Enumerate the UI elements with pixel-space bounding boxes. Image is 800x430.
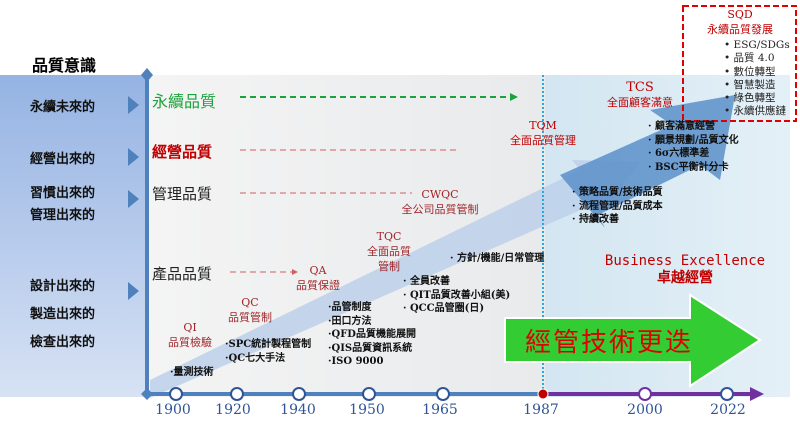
year-label: 1987 [523, 402, 559, 418]
triangle-icon [128, 190, 139, 208]
left-item: 設計出來的 [30, 279, 96, 294]
year-label: 1900 [155, 402, 191, 418]
left-item: 經營出來的 [30, 152, 96, 167]
year-marker [720, 387, 734, 401]
year-marker [362, 387, 376, 401]
year-marker [638, 387, 652, 401]
left-item: 製造出來的 [30, 307, 96, 322]
green-arrow [504, 293, 762, 388]
year-label: 2022 [710, 402, 746, 418]
arrow-text: 經管技術更迭 [525, 328, 694, 358]
triangle-icon [128, 282, 139, 300]
bullets-1920: ·SPC統計製程管制·QC七大手法 [225, 339, 312, 364]
page-title: 品質意識 [32, 56, 97, 75]
growth-arrow-early [150, 160, 640, 398]
bullets-sqd: • ESG/SDGs• 品質 4.0• 數位轉型• 智慧製造• 綠色轉型• 永續… [724, 39, 790, 118]
year-marker [292, 387, 306, 401]
year-marker [230, 387, 244, 401]
left-item: 習慣出來的 [30, 186, 96, 201]
bullets-1900: ·量測技術 [170, 367, 214, 378]
bullets-1987: · 策略品質/技術品質· 流程管理/品質成本· 持續改善 [572, 187, 663, 225]
year-label: 1920 [215, 402, 251, 418]
year-label: 2000 [627, 402, 663, 418]
year-marker [169, 387, 183, 401]
year-marker [436, 387, 450, 401]
left-item: 永續未來的 [30, 100, 96, 115]
level-business: 經營品質 [152, 143, 213, 161]
year-marker-1987 [537, 388, 549, 400]
bullets-2000: · 顧客滿意經營· 願景規劃/品質文化· 6σ六標準差· BSC平衡計分卡 [648, 121, 739, 173]
year-label: 1965 [422, 402, 458, 418]
year-label: 1940 [280, 402, 316, 418]
sqd-highlight-box [682, 5, 797, 122]
year-label: 1950 [349, 402, 385, 418]
left-item: 管理出來的 [30, 208, 96, 223]
left-panel [0, 75, 145, 397]
bullets-1965-management: · 方針/機能/日常管理 [450, 253, 545, 264]
triangle-icon [128, 148, 139, 166]
left-item: 檢查出來的 [30, 335, 96, 350]
timeline-arrowhead [750, 387, 764, 401]
growth-arrow-late [560, 95, 735, 228]
bullets-1965: · 全員改善· QIT品質改善小組(美)· QCC品管圈(日) [403, 276, 511, 314]
bullets-1950: ·品管制度·田口方法·QFD品質機能展開·QIS品質資訊系統·ISO 9000 [328, 302, 416, 367]
level-product: 產品品質 [152, 265, 213, 283]
level-sustain: 永續品質 [152, 92, 217, 111]
triangle-icon [128, 96, 139, 114]
level-management: 管理品質 [152, 185, 213, 203]
